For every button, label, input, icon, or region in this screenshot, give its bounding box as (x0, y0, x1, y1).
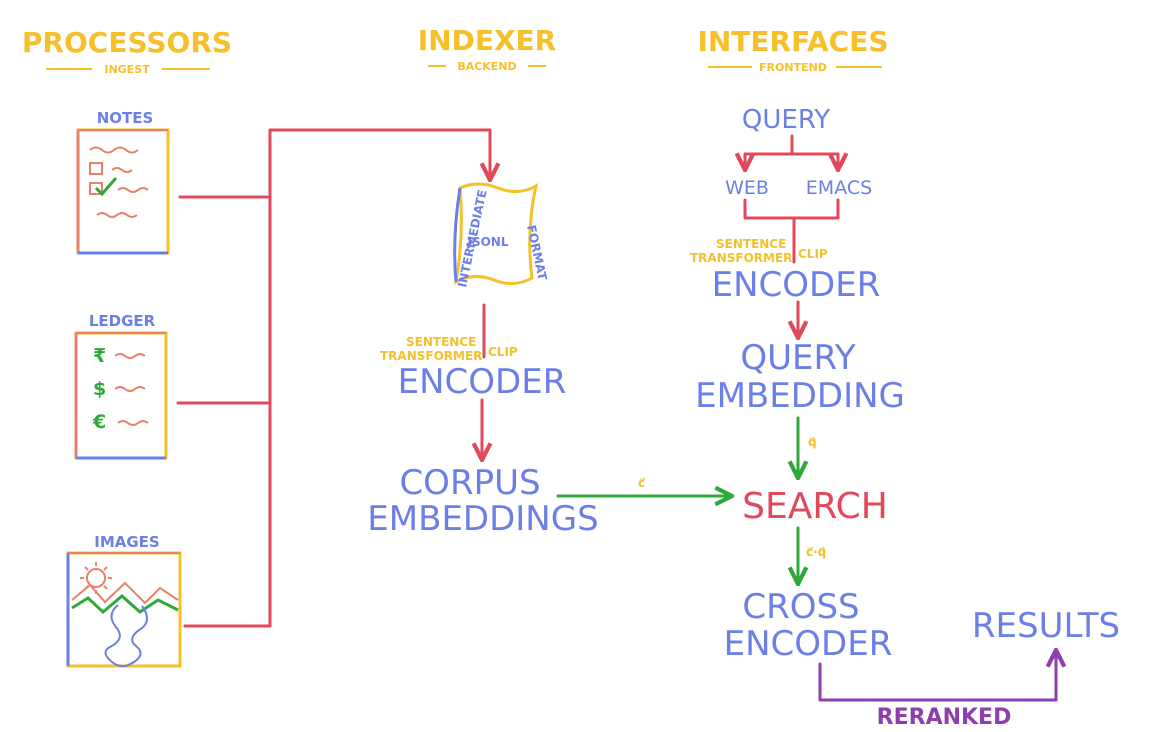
interfaces-header: INTERFACES FRONTEND (697, 25, 888, 74)
mountains-icon (71, 581, 179, 605)
dot-product-label: c⃗·q⃗ (806, 545, 826, 559)
corpus-line2: EMBEDDINGS (367, 499, 598, 539)
query-vector-label: q⃗ (808, 435, 817, 449)
interfaces-subtitle: FRONTEND (759, 61, 827, 74)
scroll-center-text: JSONL (467, 235, 509, 249)
indexer-model-sentence: SENTENCE (406, 335, 476, 349)
notes-document: NOTES (76, 109, 170, 255)
scroll-right-text: FORMAT (524, 224, 550, 283)
interfaces-merge (743, 198, 840, 264)
cross-encoder-line2: ENCODER (724, 624, 893, 664)
ledger-document: LEDGER ₹ $ € (74, 312, 168, 460)
query-embedding: QUERY EMBEDDING (695, 338, 905, 416)
images-document: IMAGES (66, 533, 182, 668)
processors-subtitle: INGEST (104, 63, 150, 76)
indexer-model-clip: CLIP (488, 345, 518, 359)
indexer-encoder-models: SENTENCE TRANSFORMER CLIP (380, 335, 518, 363)
indexer-title: INDEXER (418, 24, 557, 57)
jsonl-scroll: INTERMEDIATE JSONL FORMAT (453, 182, 550, 289)
cross-encoder: CROSS ENCODER (724, 587, 893, 664)
corpus-vector-label: c⃗ (638, 476, 645, 490)
corpus-line1: CORPUS (399, 463, 540, 503)
checkmark-icon (94, 177, 118, 197)
query-embedding-line1: QUERY (740, 338, 856, 378)
interfaces-encoder-models: SENTENCE TRANSFORMER CLIP (690, 237, 828, 265)
ledger-label: LEDGER (89, 312, 156, 330)
rupee-icon: ₹ (93, 345, 106, 367)
query-embedding-line2: EMBEDDING (695, 376, 905, 416)
search-node: SEARCH (742, 486, 888, 527)
web-interface: WEB (725, 177, 769, 199)
processors-title: PROCESSORS (22, 26, 232, 59)
indexer-subtitle: BACKEND (457, 60, 516, 73)
interfaces-model-sentence: SENTENCE (716, 237, 786, 251)
interfaces-title: INTERFACES (697, 25, 888, 58)
dollar-icon: $ (93, 378, 106, 400)
notes-label: NOTES (97, 109, 154, 127)
processors-header: PROCESSORS INGEST (22, 26, 232, 76)
ingest-connectors (176, 128, 490, 628)
indexer-header: INDEXER BACKEND (418, 24, 557, 73)
images-label: IMAGES (94, 533, 159, 551)
sun-icon (80, 562, 112, 594)
query-branch (745, 134, 838, 168)
interfaces-encoder: ENCODER (712, 265, 881, 305)
results-node: RESULTS (972, 606, 1120, 646)
cross-encoder-line1: CROSS (742, 587, 859, 627)
reranked-label: RERANKED (877, 705, 1012, 730)
interfaces-model-transformer: TRANSFORMER (690, 251, 792, 265)
indexer-model-transformer: TRANSFORMER (380, 349, 482, 363)
rerank-connector (818, 652, 1056, 702)
emacs-interface: EMACS (806, 177, 872, 199)
river-icon (104, 604, 148, 667)
corpus-embeddings: CORPUS EMBEDDINGS (367, 463, 598, 539)
euro-icon: € (92, 411, 106, 433)
indexer-encoder: ENCODER (398, 362, 567, 402)
query-node: QUERY (742, 105, 830, 135)
interfaces-model-clip: CLIP (798, 247, 828, 261)
